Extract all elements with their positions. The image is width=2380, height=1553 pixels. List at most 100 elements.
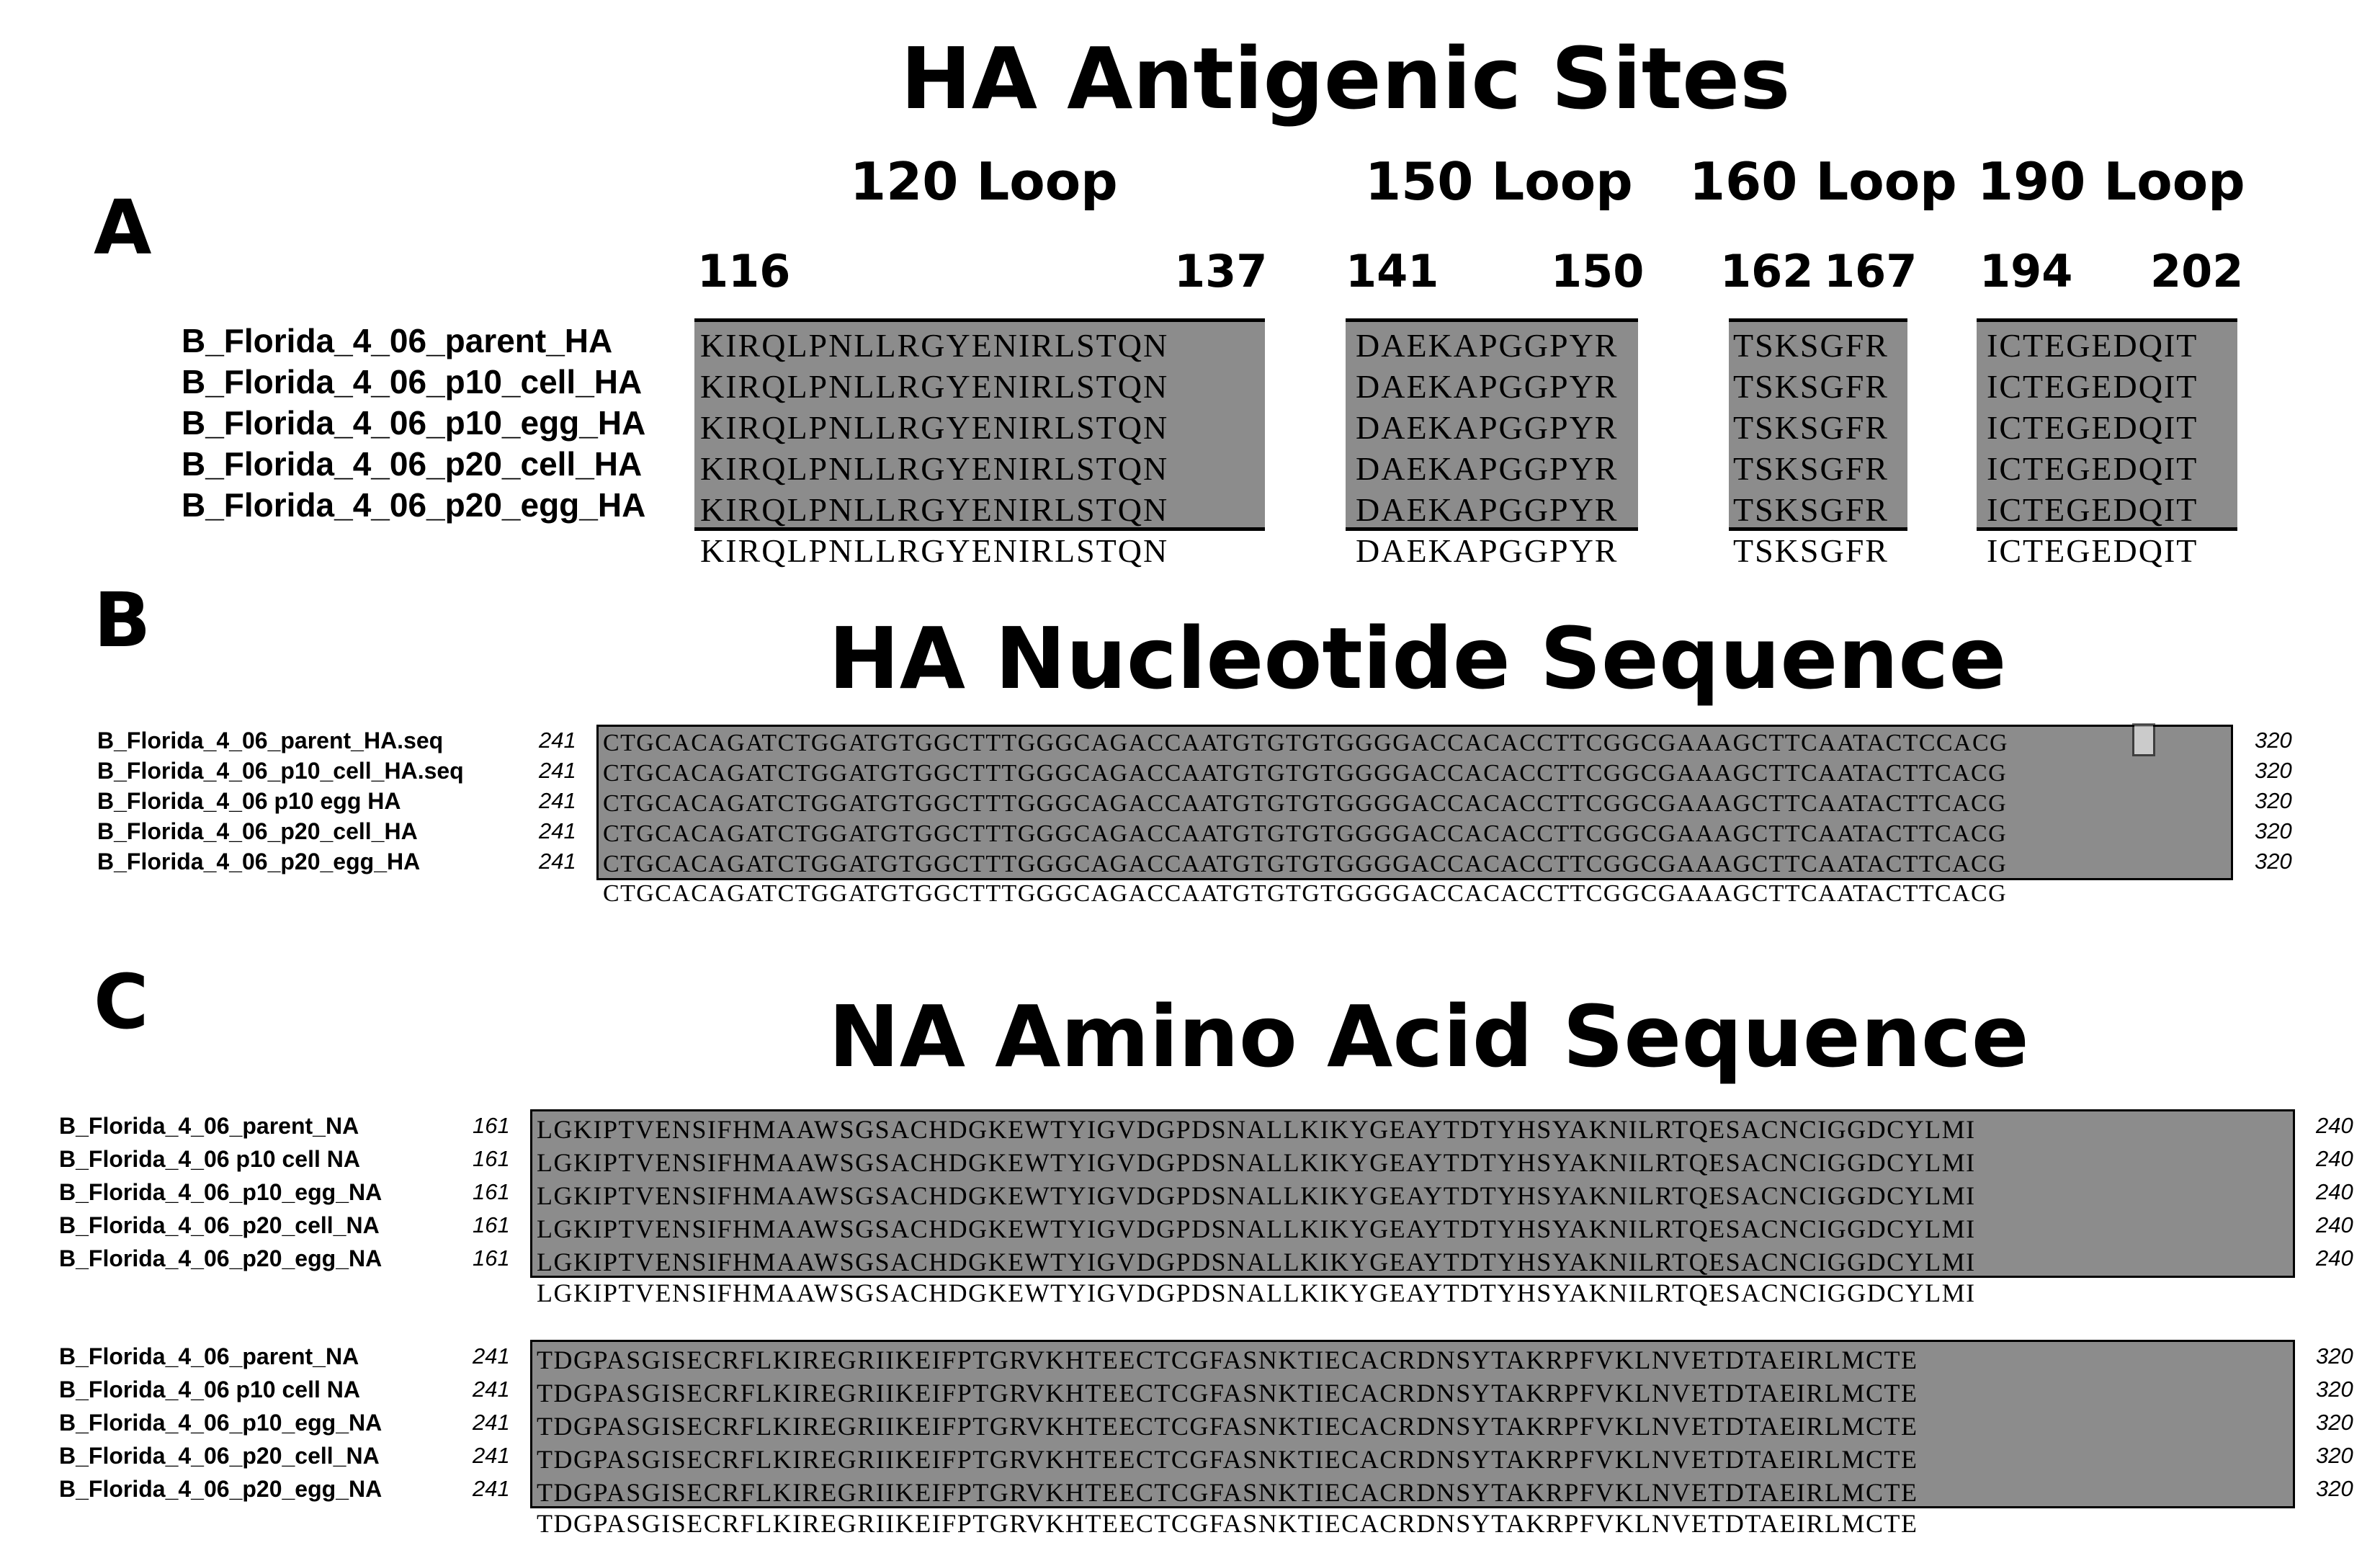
start-position: 161 xyxy=(473,1179,510,1204)
panel-b-title: HA Nucleotide Sequence xyxy=(828,609,2007,708)
variant-highlight xyxy=(2132,723,2155,756)
position-202: 202 xyxy=(2150,245,2244,297)
row-label: B_Florida_4_06 p10 egg HA xyxy=(97,788,401,814)
loop-label-190: 190 Loop xyxy=(1977,151,2245,212)
na-alignment-block-2: TDGPASGISECRFLKIREGRIIKEIFPTGRVKHTEECTCG… xyxy=(530,1340,2295,1508)
row-label: B_Florida_4_06_p10_cell_HA xyxy=(182,363,643,400)
panel-a-title: HA Antigenic Sites xyxy=(900,29,1791,128)
start-position: 241 xyxy=(539,788,576,813)
row-label: B_Florida_4_06_p20_egg_HA xyxy=(97,849,421,874)
end-position: 320 xyxy=(2255,758,2292,783)
row-label: B_Florida_4_06_p20_egg_HA xyxy=(182,486,646,524)
row-label: B_Florida_4_06_parent_HA xyxy=(182,322,613,359)
start-position: 161 xyxy=(473,1245,510,1271)
panel-b-letter: B xyxy=(94,576,151,664)
row-label: B_Florida_4_06 p10 cell NA xyxy=(59,1377,360,1402)
end-position: 320 xyxy=(2255,849,2292,874)
row-label: B_Florida_4_06_p10_egg_NA xyxy=(59,1410,382,1436)
sequence-row: TDGPASGISECRFLKIREGRIIKEIFPTGRVKHTEECTCG… xyxy=(537,1346,1918,1374)
panel-c-letter: C xyxy=(94,958,149,1046)
sequence-row: CTGCACAGATCTGGATGTGGCTTTGGGCAGACCAATGTGT… xyxy=(603,790,2008,817)
sequence-row: TSKSGFR xyxy=(1733,491,1889,528)
sequence-row: ICTEGEDQIT xyxy=(1987,327,2198,364)
sequence-row: TSKSGFR xyxy=(1733,327,1889,364)
sequence-row: LGKIPTVENSIFHMAAWSGSACHDGKEWTYIGVDGPDSNA… xyxy=(537,1115,1976,1144)
position-150: 150 xyxy=(1551,245,1645,297)
sequence-row: DAEKAPGGPYR xyxy=(1356,368,1619,405)
end-position: 240 xyxy=(2316,1113,2353,1138)
sequence-row: TDGPASGISECRFLKIREGRIIKEIFPTGRVKHTEECTCG… xyxy=(537,1379,1918,1407)
start-position: 241 xyxy=(473,1343,510,1369)
end-position: 320 xyxy=(2316,1343,2353,1369)
sequence-row: KIRQLPNLLRGYENIRLSTQN xyxy=(700,327,1169,364)
sequence-row: CTGCACAGATCTGGATGTGGCTTTGGGCAGACCAATGTGT… xyxy=(603,730,2008,756)
row-label: B_Florida_4_06_p20_egg_NA xyxy=(59,1245,382,1271)
start-position: 241 xyxy=(473,1410,510,1435)
consensus-row: LGKIPTVENSIFHMAAWSGSACHDGKEWTYIGVDGPDSNA… xyxy=(537,1279,1976,1307)
start-position: 161 xyxy=(473,1146,510,1171)
consensus-row: DAEKAPGGPYR xyxy=(1356,532,1619,569)
sequence-row: TDGPASGISECRFLKIREGRIIKEIFPTGRVKHTEECTCG… xyxy=(537,1478,1918,1507)
start-position: 241 xyxy=(473,1476,510,1501)
end-position: 320 xyxy=(2316,1377,2353,1402)
consensus-row: TDGPASGISECRFLKIREGRIIKEIFPTGRVKHTEECTCG… xyxy=(537,1509,1918,1538)
sequence-row: DAEKAPGGPYR xyxy=(1356,450,1619,487)
end-position: 240 xyxy=(2316,1146,2353,1171)
consensus-row: ICTEGEDQIT xyxy=(1987,532,2198,569)
row-label: B_Florida_4_06_p10_egg_HA xyxy=(182,404,646,442)
start-position: 241 xyxy=(539,758,576,783)
position-162: 162 xyxy=(1720,245,1814,297)
panel-a-letter: A xyxy=(94,184,152,272)
sequence-row: KIRQLPNLLRGYENIRLSTQN xyxy=(700,491,1169,528)
end-position: 320 xyxy=(2255,788,2292,813)
row-label: B_Florida_4_06_p20_cell_HA xyxy=(97,818,418,844)
row-label: B_Florida_4_06_p10_egg_NA xyxy=(59,1179,382,1205)
end-position: 320 xyxy=(2316,1410,2353,1435)
start-position: 241 xyxy=(539,818,576,843)
position-141: 141 xyxy=(1346,245,1439,297)
position-137: 137 xyxy=(1174,245,1268,297)
row-label: B_Florida_4_06_p20_cell_NA xyxy=(59,1443,380,1469)
sequence-row: CTGCACAGATCTGGATGTGGCTTTGGGCAGACCAATGTGT… xyxy=(603,851,2008,877)
start-position: 161 xyxy=(473,1212,510,1238)
alignment-block-190-loop: ICTEGEDQIT ICTEGEDQIT ICTEGEDQIT ICTEGED… xyxy=(1977,318,2237,531)
sequence-row: DAEKAPGGPYR xyxy=(1356,491,1619,528)
panel-c-title: NA Amino Acid Sequence xyxy=(828,987,2029,1086)
consensus-row: TSKSGFR xyxy=(1733,532,1889,569)
sequence-row: KIRQLPNLLRGYENIRLSTQN xyxy=(700,368,1169,405)
sequence-row: CTGCACAGATCTGGATGTGGCTTTGGGCAGACCAATGTGT… xyxy=(603,820,2008,847)
alignment-block-150-loop: DAEKAPGGPYR DAEKAPGGPYR DAEKAPGGPYR DAEK… xyxy=(1346,318,1638,531)
alignment-block-120-loop: KIRQLPNLLRGYENIRLSTQN KIRQLPNLLRGYENIRLS… xyxy=(694,318,1265,531)
start-position: 241 xyxy=(539,849,576,874)
start-position: 241 xyxy=(473,1443,510,1468)
position-194: 194 xyxy=(1979,245,2073,297)
sequence-row: TDGPASGISECRFLKIREGRIIKEIFPTGRVKHTEECTCG… xyxy=(537,1445,1918,1474)
sequence-row: TDGPASGISECRFLKIREGRIIKEIFPTGRVKHTEECTCG… xyxy=(537,1412,1918,1441)
start-position: 241 xyxy=(539,728,576,753)
sequence-row: LGKIPTVENSIFHMAAWSGSACHDGKEWTYIGVDGPDSNA… xyxy=(537,1248,1976,1276)
sequence-row: LGKIPTVENSIFHMAAWSGSACHDGKEWTYIGVDGPDSNA… xyxy=(537,1181,1976,1210)
loop-label-120: 120 Loop xyxy=(850,151,1118,212)
row-label: B_Florida_4_06_p20_cell_NA xyxy=(59,1212,380,1238)
sequence-row: ICTEGEDQIT xyxy=(1987,368,2198,405)
position-167: 167 xyxy=(1824,245,1918,297)
sequence-row: TSKSGFR xyxy=(1733,450,1889,487)
sequence-row: KIRQLPNLLRGYENIRLSTQN xyxy=(700,450,1169,487)
end-position: 320 xyxy=(2316,1476,2353,1501)
row-label: B_Florida_4_06_parent_HA.seq xyxy=(97,728,444,753)
sequence-row: CTGCACAGATCTGGATGTGGCTTTGGGCAGACCAATGTGT… xyxy=(603,760,2008,787)
row-label: B_Florida_4_06_parent_NA xyxy=(59,1343,359,1369)
position-116: 116 xyxy=(697,245,791,297)
sequence-row: LGKIPTVENSIFHMAAWSGSACHDGKEWTYIGVDGPDSNA… xyxy=(537,1214,1976,1243)
end-position: 320 xyxy=(2316,1443,2353,1468)
start-position: 241 xyxy=(473,1377,510,1402)
sequence-row: TSKSGFR xyxy=(1733,409,1889,446)
nucleotide-alignment-block: CTGCACAGATCTGGATGTGGCTTTGGGCAGACCAATGTGT… xyxy=(596,725,2233,880)
alignment-block-160-loop: TSKSGFR TSKSGFR TSKSGFR TSKSGFR TSKSGFR xyxy=(1729,318,1907,531)
end-position: 240 xyxy=(2316,1245,2353,1271)
na-alignment-block-1: LGKIPTVENSIFHMAAWSGSACHDGKEWTYIGVDGPDSNA… xyxy=(530,1109,2295,1278)
sequence-row: TSKSGFR xyxy=(1733,368,1889,405)
sequence-row: LGKIPTVENSIFHMAAWSGSACHDGKEWTYIGVDGPDSNA… xyxy=(537,1148,1976,1177)
sequence-row: DAEKAPGGPYR xyxy=(1356,409,1619,446)
loop-label-150: 150 Loop xyxy=(1365,151,1633,212)
